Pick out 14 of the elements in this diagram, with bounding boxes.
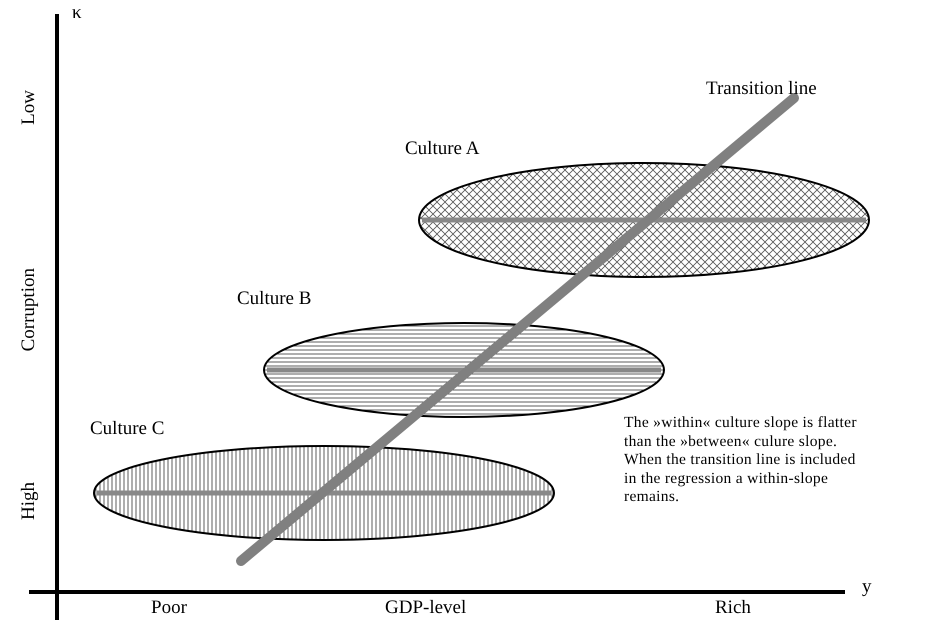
axis-tick-label: Low (18, 90, 40, 125)
axis-tick-label: Rich (715, 597, 751, 619)
group-label: Culture B (237, 288, 312, 310)
axis-tick-label: High (18, 482, 40, 520)
axis-title: Corruption (18, 268, 40, 352)
group-label: Culture C (90, 418, 164, 440)
axis-label: y (862, 576, 872, 598)
axis-tick-label: Poor (151, 597, 187, 619)
group-label: Culture A (405, 138, 480, 160)
ellipse-region (405, 138, 873, 280)
note-text: The »within« culture slope is flatter than the »between« culure slope. When the transition line is included in the regression a within-slope remains. (624, 414, 858, 506)
axis-title: GDP-level (385, 597, 466, 619)
axis-label: κ (72, 2, 82, 24)
line-label: Transition line (706, 78, 817, 100)
